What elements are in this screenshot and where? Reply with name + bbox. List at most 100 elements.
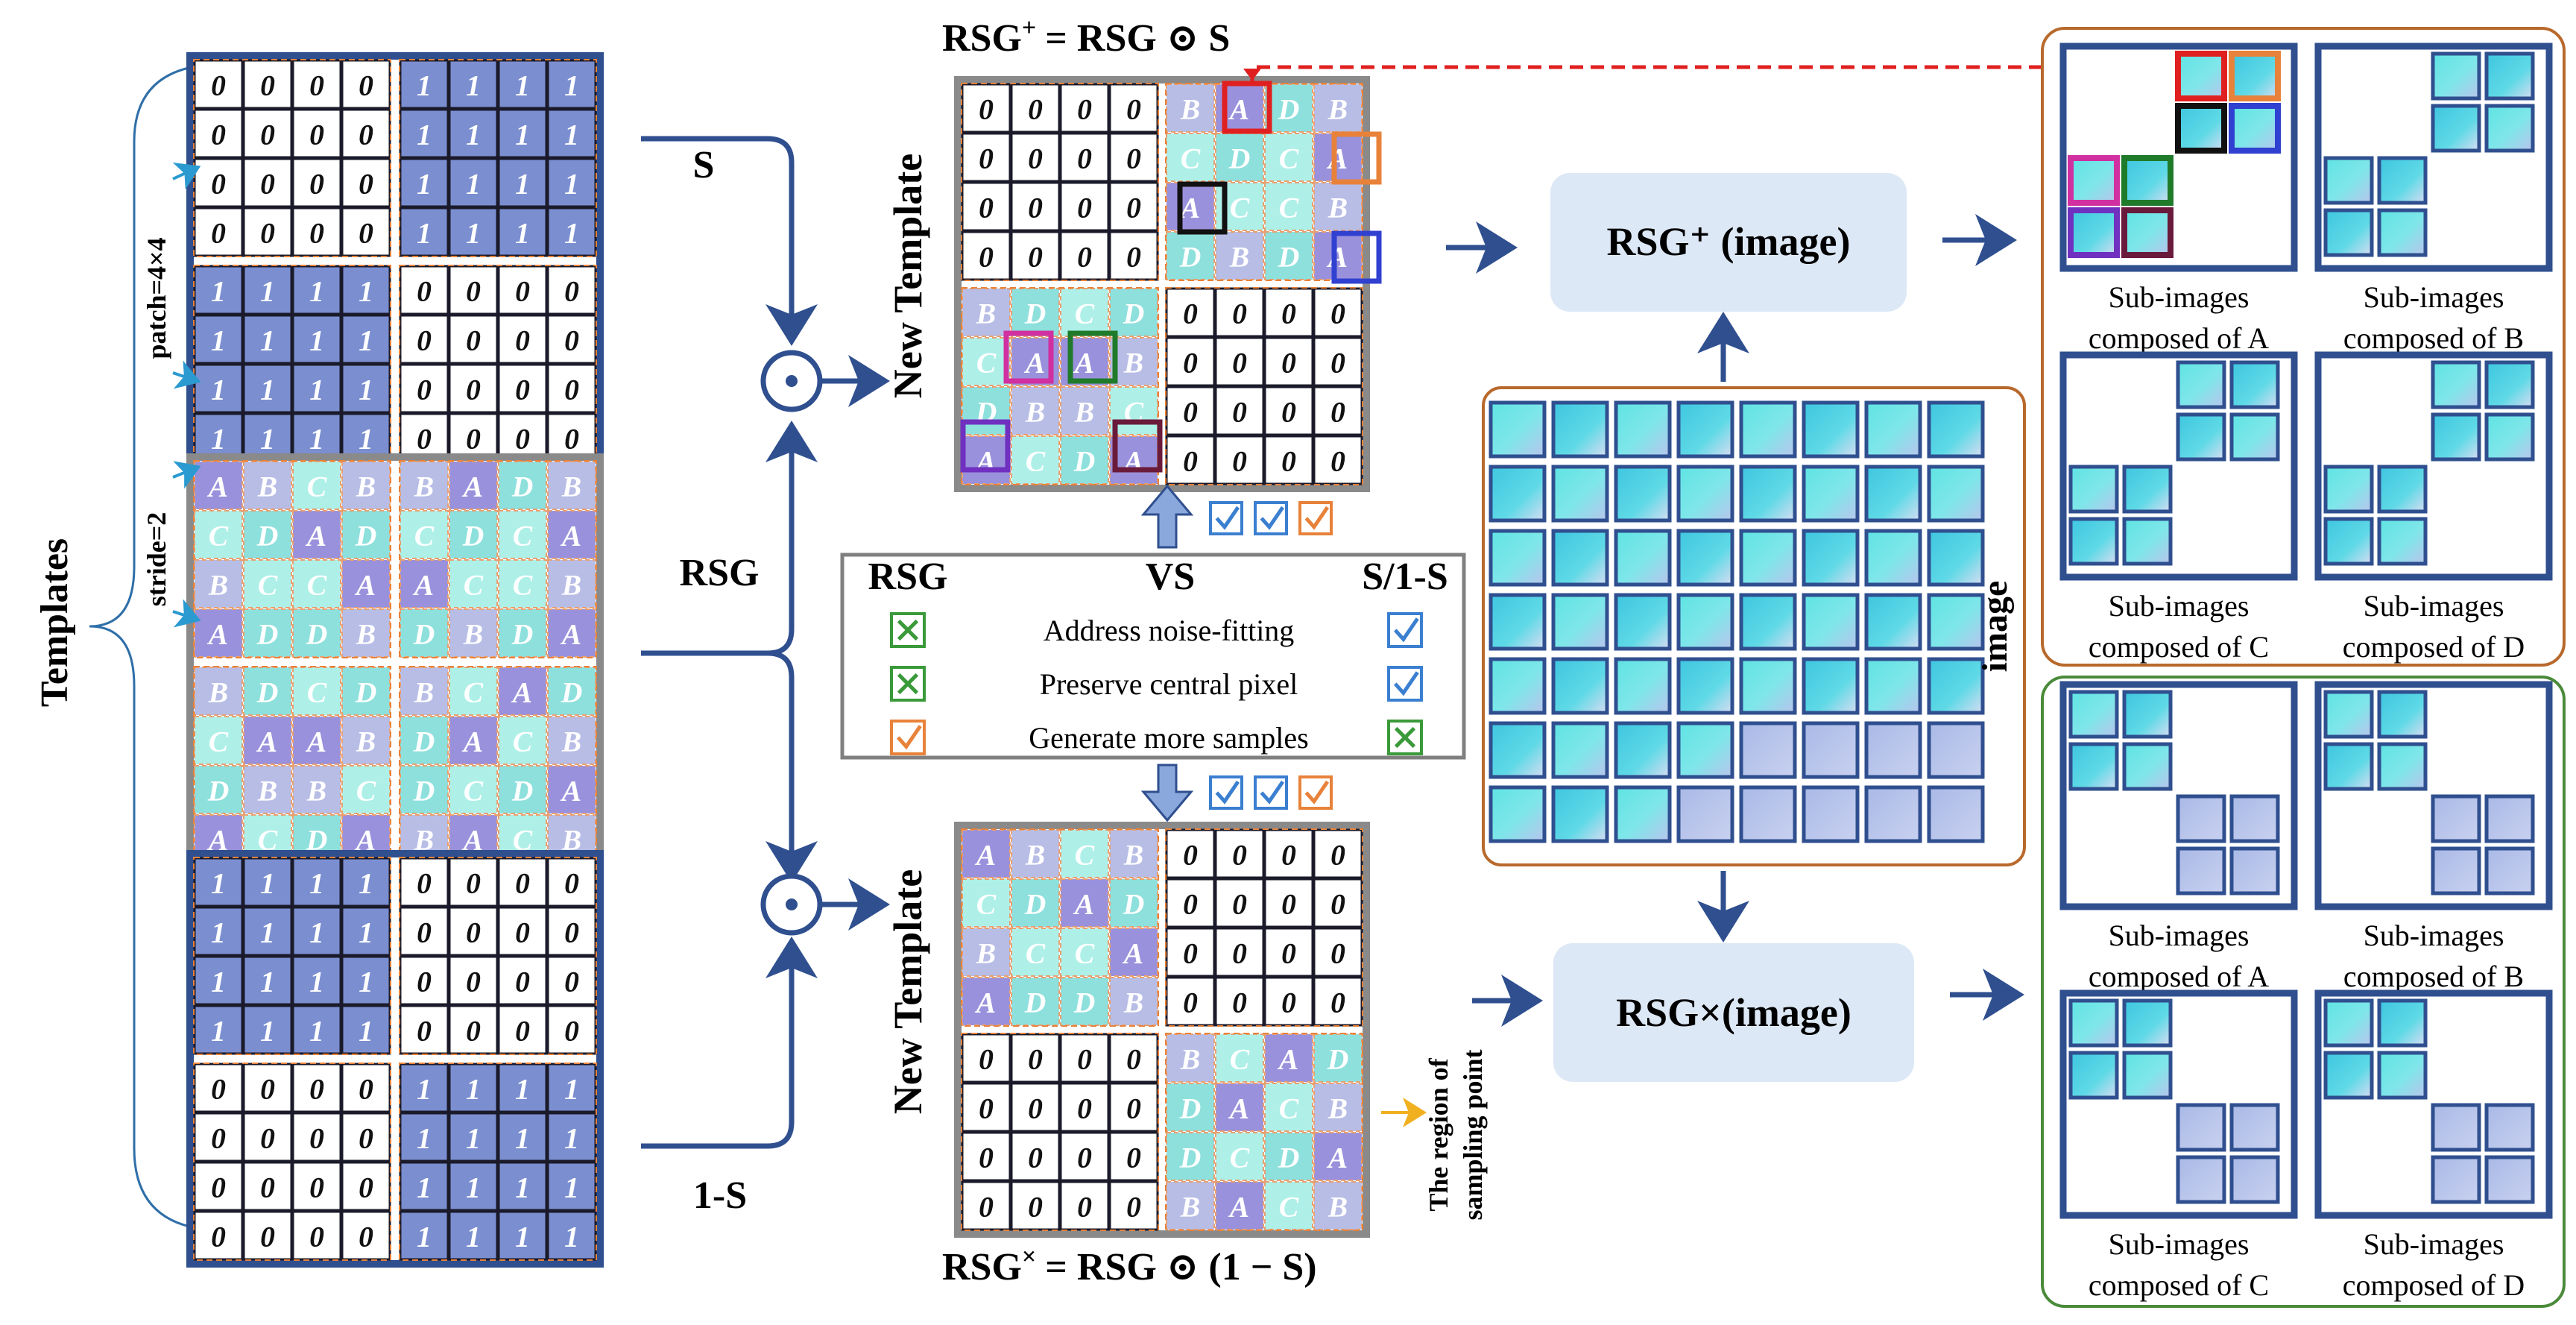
grid-cell-value: 0 <box>515 916 530 949</box>
grid-cell-value: 0 <box>564 867 579 900</box>
grid-cell <box>1010 1033 1061 1083</box>
grid-cell <box>291 363 342 414</box>
grid-cell-value: A <box>1122 445 1143 478</box>
grid-cell-value: 0 <box>515 1015 530 1048</box>
grid-cell-value: 0 <box>515 275 530 308</box>
grid-cell-value: 1 <box>417 1221 432 1253</box>
grid-cell <box>242 265 293 315</box>
grid-cell <box>1263 976 1314 1027</box>
grid-cell-value: 0 <box>211 1171 226 1204</box>
grid-cell-value: C <box>1075 298 1095 330</box>
grid-cell-value: 0 <box>564 423 579 456</box>
grid-cell-value: 0 <box>515 867 530 900</box>
grid-cell <box>1011 878 1060 928</box>
check-mark <box>1215 506 1240 530</box>
grid-cell <box>291 906 342 957</box>
sub-image-tile <box>2323 998 2374 1048</box>
grid-cell-value: 0 <box>1183 298 1198 330</box>
grid-cell-value: 1 <box>211 867 226 900</box>
grid-cell-value: 1 <box>309 867 324 900</box>
grid-cell <box>546 59 597 110</box>
grid-cell-value: A <box>1073 347 1094 380</box>
sub-image-tile <box>2122 1051 2173 1100</box>
grid-cell-value: B <box>976 298 996 330</box>
grid-cell <box>1165 828 1216 879</box>
grid-cell-value: 0 <box>1232 888 1247 921</box>
grid-cell-value: D <box>511 775 534 808</box>
image-tile <box>1551 465 1609 523</box>
sub-image-tile <box>2121 155 2174 206</box>
grid-cell-value: 1 <box>564 119 579 151</box>
grid-cell-value: 0 <box>564 966 579 998</box>
grid-cell-value: 0 <box>466 867 481 900</box>
image-tile <box>1802 465 1860 523</box>
grid-cell <box>448 1161 499 1212</box>
grid-cell <box>400 461 449 510</box>
grid-cell <box>292 716 341 765</box>
grid-cell-value: 0 <box>1028 192 1043 224</box>
image-tile <box>1802 785 1860 843</box>
grid-cell-value: 0 <box>1077 142 1092 175</box>
grid-cell-value: D <box>256 520 279 553</box>
comparison-row-text: Generate more samples <box>1029 721 1308 755</box>
sub-image-tile <box>2068 517 2119 566</box>
grid-cell-value: A <box>511 676 532 709</box>
sub-image-caption-line2: composed of A <box>2089 321 2269 355</box>
grid-cell <box>1313 828 1363 879</box>
grid-cell-value: 0 <box>466 423 481 456</box>
grid-cell-value: 0 <box>359 1122 373 1155</box>
image-tile <box>1551 529 1609 587</box>
odot-operator-bottom <box>760 873 823 936</box>
grid-cell <box>449 765 498 814</box>
comparison-row-text: Address noise-fitting <box>1044 614 1295 647</box>
grid-cell-value: D <box>462 520 484 553</box>
grid-cell-value: 1 <box>564 1221 579 1253</box>
grid-cell-value: B <box>208 676 228 709</box>
image-tile <box>1551 593 1609 651</box>
grid-cell <box>194 716 243 765</box>
check-icon <box>1387 612 1423 648</box>
grid-cell <box>497 363 548 414</box>
grid-cell <box>498 667 547 716</box>
grid-cell-value: B <box>561 726 581 758</box>
grid-cell <box>546 363 597 414</box>
sub-image-tile <box>2484 104 2535 153</box>
grid-cell-value: A <box>1277 1043 1298 1076</box>
grid-cell-value: C <box>1075 839 1095 872</box>
sub-image-tile <box>2323 690 2374 739</box>
grid-cell-value: D <box>511 470 534 503</box>
grid-cell-value: 1 <box>260 867 275 900</box>
grid-cell <box>1010 83 1061 133</box>
grid-cell-value: D <box>561 676 583 709</box>
grid-cell <box>242 157 293 208</box>
grid-cell-value: A <box>354 569 376 602</box>
grid-cell-value: 1 <box>466 119 481 151</box>
sub-image-tile <box>2377 156 2428 205</box>
grid-cell <box>1165 336 1216 387</box>
patch-label: patch=4×4 <box>142 237 171 359</box>
grid-cell <box>1011 386 1060 435</box>
grid-cell-value: 0 <box>211 1221 226 1253</box>
grid-cell-value: B <box>561 569 581 602</box>
sub-image-tile <box>2175 51 2227 101</box>
grid-cell <box>449 461 498 510</box>
grid-cell-value: 1 <box>466 1221 481 1253</box>
grid-cell <box>1214 287 1265 338</box>
grid-cell-value: C <box>464 676 484 709</box>
image-tile <box>1927 465 1985 523</box>
grid-cell <box>292 559 341 608</box>
grid-cell-value: 0 <box>417 324 432 357</box>
check-mark <box>1215 780 1240 805</box>
grid-cell <box>1264 1181 1313 1230</box>
grid-cell-value: 1 <box>466 217 481 250</box>
grid-cell <box>497 108 548 159</box>
patch-arrow-bottom <box>172 360 201 389</box>
grid-cell-value: 0 <box>359 1073 373 1106</box>
grid-cell-value: A <box>305 520 326 553</box>
sub-image-tile <box>2176 360 2226 409</box>
sub-image-tile <box>2431 1155 2481 1204</box>
grid-cell-value: 1 <box>417 1073 432 1106</box>
new-template-top-label: New Template <box>886 154 930 398</box>
grid-cell <box>1059 1033 1110 1083</box>
check-mark <box>896 725 922 750</box>
